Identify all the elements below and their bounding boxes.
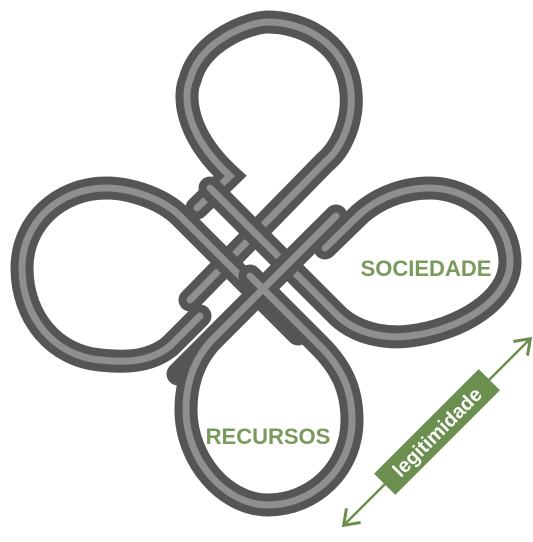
knot-loop-bottom <box>174 204 364 517</box>
knot-shape <box>10 10 522 517</box>
knot-loop-top <box>175 10 363 312</box>
legitimidade-arrow: legitimidade <box>341 336 533 528</box>
arrow-label-box <box>374 369 500 495</box>
arrow-head-left <box>341 508 361 528</box>
recursos-label: RECURSOS <box>206 424 331 449</box>
knot-loop-right <box>198 176 522 349</box>
arrow-head-right <box>513 336 533 356</box>
legitimidade-label: legitimidade <box>389 384 487 482</box>
sociedade-label: SOCIEDADE <box>361 256 492 281</box>
